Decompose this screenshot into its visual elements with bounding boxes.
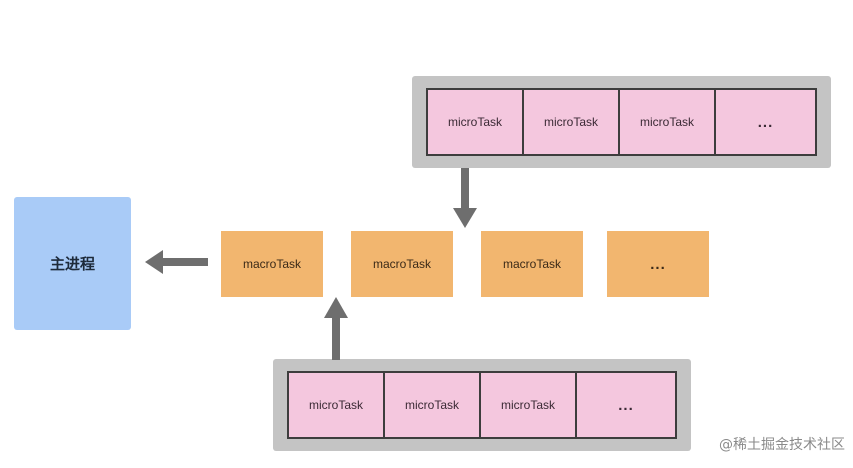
micro-queue-top-track: microTask microTask microTask ... xyxy=(426,88,817,156)
micro-task-label: microTask xyxy=(404,398,459,412)
micro-task-bottom-2: microTask xyxy=(385,373,481,437)
micro-task-top-3: microTask xyxy=(620,90,716,154)
micro-queue-top: microTask microTask microTask ... xyxy=(412,76,831,168)
micro-task-bottom-1: microTask xyxy=(289,373,385,437)
micro-task-top-1: microTask xyxy=(428,90,524,154)
micro-task-label: microTask xyxy=(639,115,694,129)
macro-task-3: macroTask xyxy=(481,231,583,297)
micro-task-top-2: microTask xyxy=(524,90,620,154)
macro-task-label: macroTask xyxy=(372,257,431,271)
micro-task-bottom-more: ... xyxy=(577,373,675,437)
micro-task-ellipsis: ... xyxy=(757,113,774,131)
arrow-up-icon xyxy=(324,297,348,360)
micro-task-label: microTask xyxy=(308,398,363,412)
main-process-box: 主进程 xyxy=(14,197,131,330)
macro-task-label: macroTask xyxy=(502,257,561,271)
macro-task-label: macroTask xyxy=(242,257,301,271)
arrow-down-icon xyxy=(453,168,477,228)
macro-task-more: ... xyxy=(607,231,709,297)
macro-task-ellipsis: ... xyxy=(650,255,666,273)
micro-task-ellipsis: ... xyxy=(618,396,634,414)
micro-queue-bottom-track: microTask microTask microTask ... xyxy=(287,371,677,439)
micro-task-top-more: ... xyxy=(716,90,815,154)
micro-task-bottom-3: microTask xyxy=(481,373,577,437)
micro-task-label: microTask xyxy=(500,398,555,412)
macro-task-1: macroTask xyxy=(221,231,323,297)
micro-task-label: microTask xyxy=(447,115,502,129)
main-process-label: 主进程 xyxy=(49,255,95,273)
macro-task-2: macroTask xyxy=(351,231,453,297)
micro-queue-bottom: microTask microTask microTask ... xyxy=(273,359,691,451)
arrow-left-icon xyxy=(145,250,208,274)
micro-task-label: microTask xyxy=(543,115,598,129)
watermark-text: @稀土掘金技术社区 xyxy=(719,437,845,453)
